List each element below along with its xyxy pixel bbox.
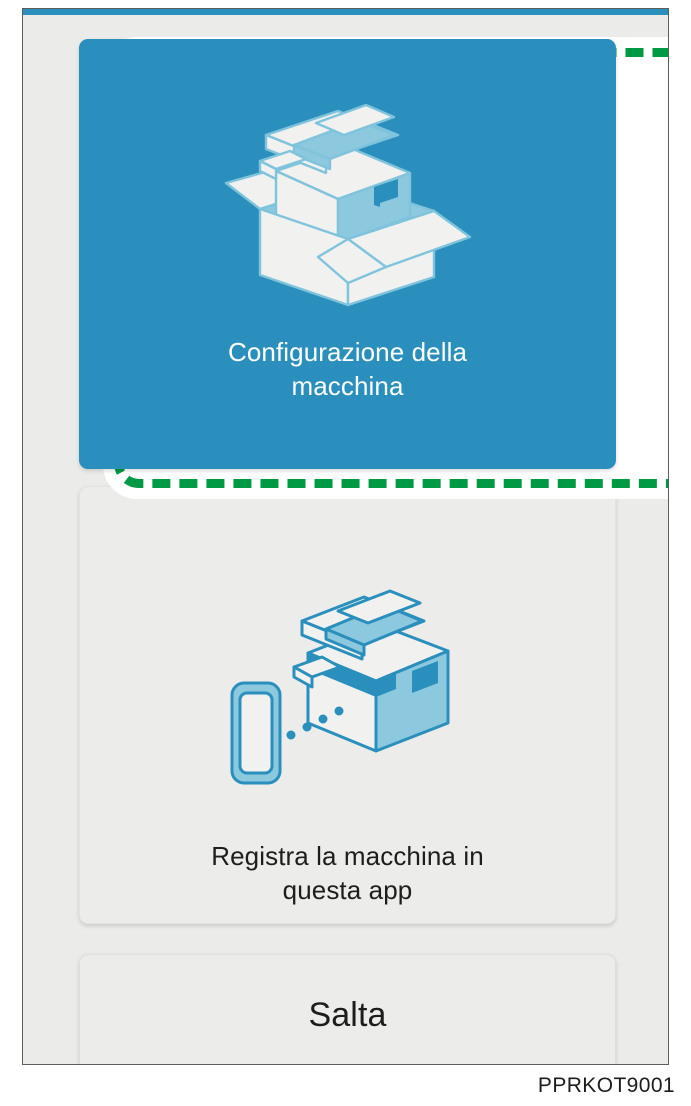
register-machine-label-line2: questa app bbox=[282, 875, 413, 906]
connection-dots bbox=[286, 706, 343, 740]
machine-setup-card-label: Configurazione della macchina bbox=[228, 335, 467, 404]
figure-caption: PPRKOT9001 bbox=[537, 1074, 675, 1097]
machine-setup-label-line1: Configurazione della bbox=[227, 337, 468, 367]
onboarding-card-column: Configurazione della macchina bbox=[79, 23, 668, 1064]
device-screen-frame: Configurazione della macchina bbox=[22, 8, 669, 1065]
skip-button[interactable]: Salta bbox=[79, 954, 616, 1064]
register-machine-card[interactable]: Registra la macchina in questa app bbox=[79, 486, 616, 924]
printer-with-mobile-device-icon bbox=[230, 589, 449, 785]
machine-setup-card[interactable]: Configurazione della macchina bbox=[79, 39, 616, 469]
register-machine-label-line1: Registra la macchina in bbox=[211, 841, 484, 871]
status-bar bbox=[23, 9, 668, 15]
machine-setup-label-line2: macchina bbox=[291, 371, 404, 402]
printer-in-open-box-icon bbox=[224, 103, 471, 307]
skip-button-label: Salta bbox=[308, 995, 387, 1034]
register-machine-card-label: Registra la macchina in questa app bbox=[211, 839, 484, 908]
